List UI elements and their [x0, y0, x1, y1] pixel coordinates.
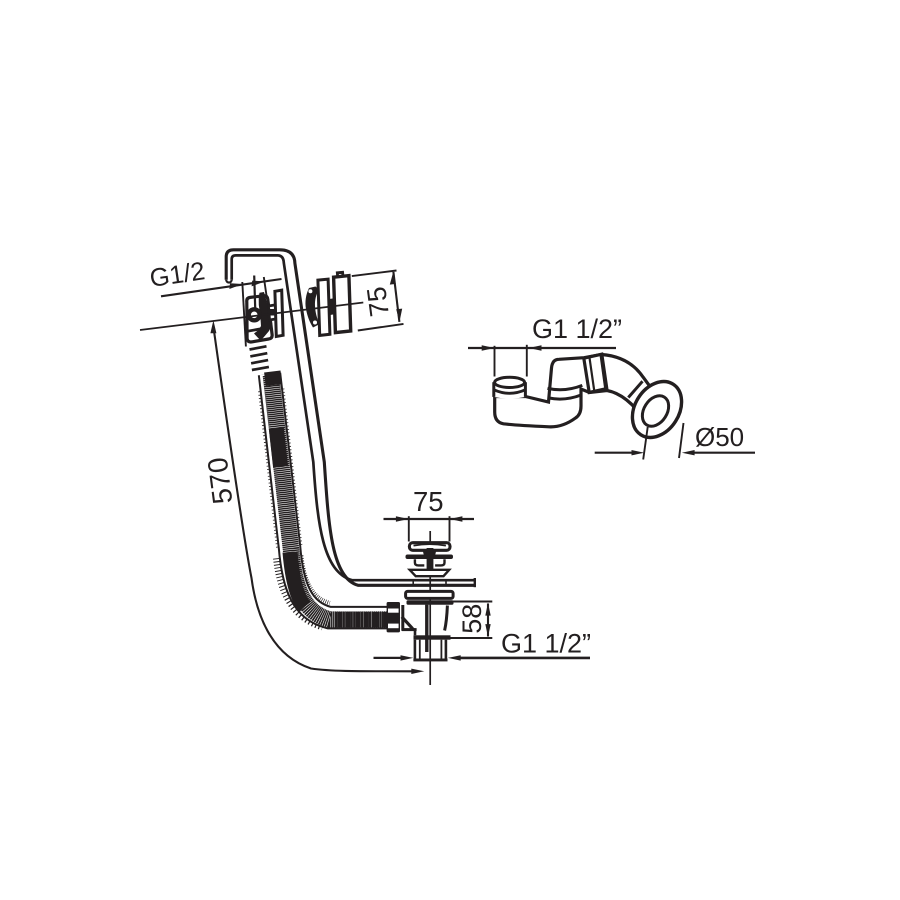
svg-text:75: 75	[413, 486, 444, 517]
svg-text:75: 75	[361, 285, 395, 319]
svg-text:Ø50: Ø50	[695, 422, 744, 452]
svg-text:570: 570	[202, 456, 239, 506]
svg-text:G1 1/2”: G1 1/2”	[532, 314, 622, 344]
svg-text:58: 58	[457, 604, 487, 634]
svg-text:G1 1/2”: G1 1/2”	[501, 629, 591, 659]
